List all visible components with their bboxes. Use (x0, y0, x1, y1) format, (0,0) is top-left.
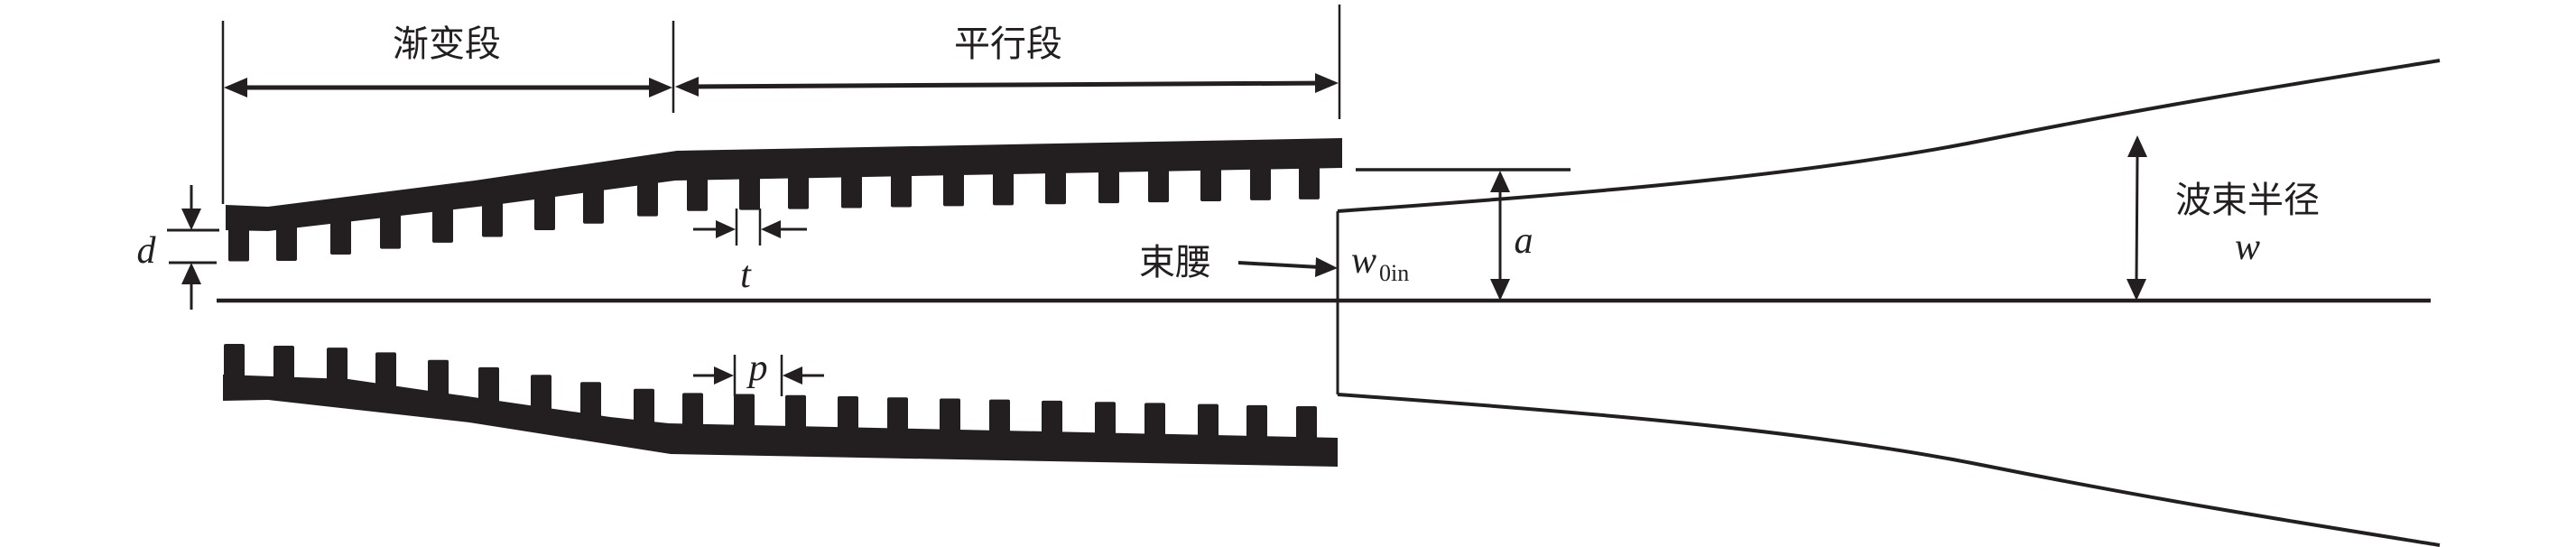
lower-wall-tooth (1246, 404, 1267, 439)
lower-wall-tooth (1144, 403, 1165, 436)
upper-wall-tooth (637, 181, 658, 217)
groove-depth-dimension: d (137, 185, 219, 310)
lower-wall-tooth (940, 398, 960, 431)
arrowhead-down-icon (181, 209, 201, 230)
arrowhead-left-icon (783, 366, 802, 385)
period-dimension: p (693, 348, 824, 396)
horn-upper-wall (226, 138, 1342, 262)
upper-wall-tooth (482, 201, 503, 237)
section-dimensions: 渐变段 平行段 (221, 5, 1341, 204)
upper-wall-tooth (943, 172, 964, 207)
lower-wall-tooth (634, 388, 654, 424)
arrowhead-up-icon (1490, 171, 1510, 192)
waist-radius-symbol: w (1351, 240, 1376, 282)
upper-wall-tooth (841, 175, 862, 209)
upper-wall-tooth (228, 228, 249, 262)
beam-waist-label: 束腰 (1139, 242, 1211, 283)
upper-wall-tooth (1045, 171, 1066, 205)
upper-wall-tooth (432, 208, 453, 243)
aperture-radius-symbol: a (1515, 220, 1534, 262)
beam-radius-arrow (2135, 154, 2139, 283)
beam-waist-annotation: 束腰 w 0in (1139, 240, 1409, 286)
beam-radius-label: 波束半径 (2175, 180, 2320, 221)
lower-wall-tooth (428, 359, 449, 396)
lower-wall-tooth (375, 352, 396, 388)
arrowhead-right-icon (1315, 257, 1338, 277)
upper-wall-tooth (1148, 169, 1169, 203)
lower-wall-tooth (734, 394, 755, 428)
upper-wall-tooth (380, 213, 401, 249)
lower-wall-tooth (785, 394, 806, 429)
upper-wall-tooth (276, 226, 297, 261)
lower-wall-tooth (531, 375, 551, 411)
arrowhead-left-icon (761, 220, 781, 238)
beam-radius-dimension: 波束半径 w (2127, 135, 2320, 301)
upper-wall-tooth (993, 172, 1014, 206)
upper-wall-tooth (739, 177, 760, 210)
upper-wall-tooth (534, 194, 555, 231)
upper-wall-tooth (1250, 167, 1271, 200)
groove-depth-symbol: d (137, 230, 157, 272)
upper-wall-base (226, 138, 1342, 231)
upper-wall-tooth (330, 219, 351, 255)
parallel-section-dimension-line (681, 80, 1333, 89)
waist-radius-subscript: 0in (1379, 260, 1409, 286)
upper-wall-tooth (788, 176, 809, 209)
arrowhead-up-icon (2127, 135, 2147, 157)
gaussian-beam (1336, 59, 2441, 547)
waist-symbol-w: w (1351, 240, 1376, 282)
lower-wall-tooth (327, 348, 347, 381)
upper-wall-tooth (687, 178, 708, 211)
lower-wall-tooth (580, 382, 601, 418)
lower-wall-tooth (682, 393, 703, 426)
lower-wall-base (223, 375, 1338, 467)
beam-envelope-lower (1337, 393, 2441, 547)
tooth-thickness-dimension: t (693, 209, 807, 296)
period-symbol: p (746, 348, 768, 389)
parallel-section-label: 平行段 (954, 23, 1062, 65)
arrowhead-right-icon (714, 366, 734, 385)
lower-wall-tooth (273, 346, 294, 379)
lower-wall-tooth (1095, 402, 1116, 435)
lower-wall-tooth (887, 397, 908, 431)
beam-envelope-upper (1337, 59, 2441, 213)
arrowhead-down-icon (2127, 279, 2146, 301)
lower-wall-tooth (1042, 400, 1062, 434)
lower-wall-tooth (1198, 403, 1219, 438)
upper-wall-tooth (891, 174, 912, 208)
upper-wall-tooth (1299, 166, 1320, 199)
arrowhead-right-icon (1315, 73, 1339, 93)
lower-wall-tooth (838, 396, 858, 430)
upper-wall-tooth (1200, 168, 1221, 201)
tooth-thickness-symbol: t (740, 255, 752, 296)
horn-lower-wall (223, 344, 1338, 467)
lower-wall-tooth (989, 399, 1010, 433)
beam-waist-pointer (1237, 261, 1320, 269)
arrowhead-left-icon (675, 77, 699, 97)
taper-section-label: 渐变段 (393, 23, 501, 65)
arrowhead-right-icon (716, 220, 736, 238)
lower-wall-tooth (478, 366, 499, 403)
arrowhead-down-icon (1490, 279, 1510, 301)
lower-wall-tooth (1296, 406, 1317, 440)
lower-wall-tooth (224, 344, 245, 377)
arrowhead-left-icon (224, 78, 247, 97)
arrowhead-right-icon (649, 78, 672, 97)
beam-radius-symbol: w (2235, 227, 2260, 268)
aperture-radius-dimension: a (1356, 168, 1571, 301)
upper-wall-tooth (583, 188, 604, 224)
upper-wall-tooth (1098, 170, 1119, 204)
arrowhead-up-icon (181, 263, 201, 284)
